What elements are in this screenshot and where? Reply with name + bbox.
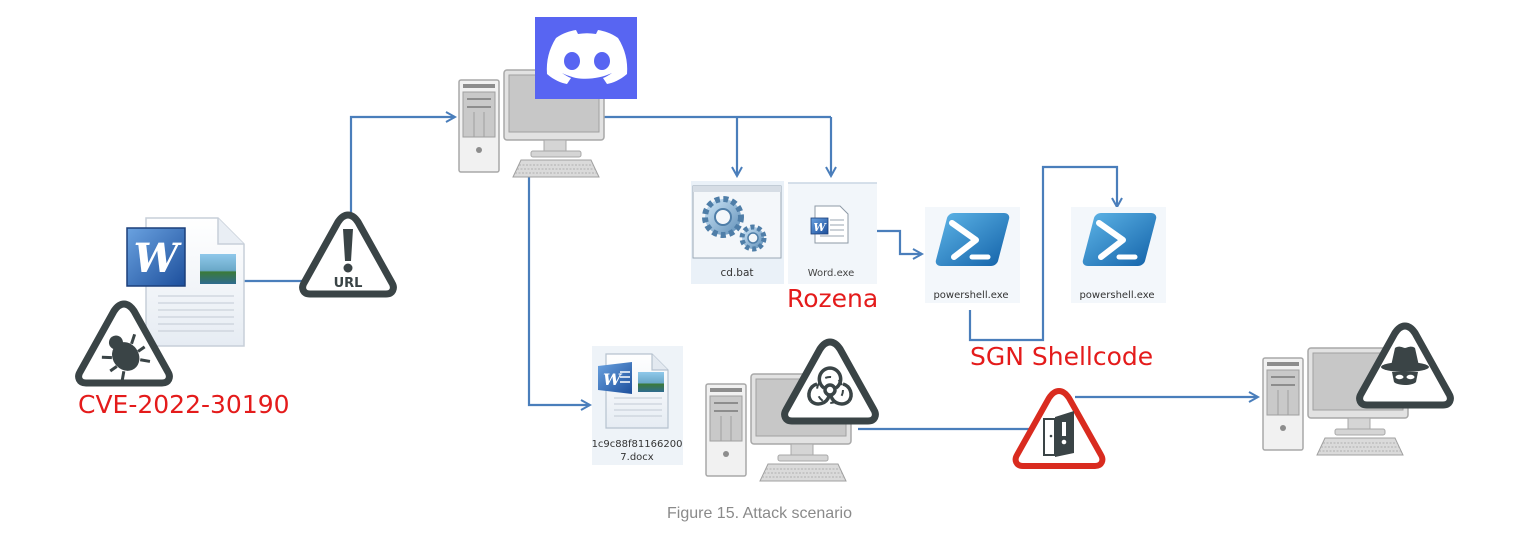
powershell-process-2: powershell.exe (1071, 207, 1166, 303)
decoy-docx-label-line1: 1c9c88f81166200 (592, 439, 683, 450)
discord-logo-icon (535, 17, 637, 99)
svg-text:W: W (813, 221, 827, 234)
powershell-icon (1083, 213, 1157, 266)
warning-exclamation-icon (343, 229, 353, 273)
url-warning-text: URL (334, 276, 363, 291)
word-exe-label: Word.exe (808, 268, 855, 279)
infected-computer (705, 342, 876, 482)
powershell-icon (936, 213, 1010, 266)
word-document-icon: W (126, 217, 245, 347)
svg-text:W: W (134, 235, 183, 282)
biohazard-warning-icon (785, 342, 876, 421)
arrow-url-to-victim-pc (349, 117, 455, 212)
figure-caption: Figure 15. Attack scenario (667, 505, 852, 522)
arrow-word-to-powershell (877, 229, 922, 254)
cd-bat-file: cd.bat (691, 181, 784, 284)
rozena-malware-label: Rozena (787, 284, 879, 313)
connectors (244, 117, 1258, 431)
attacker-computer (1262, 326, 1451, 456)
word-exe-file: W Word.exe (788, 182, 877, 284)
powershell-2-label: powershell.exe (1079, 290, 1154, 301)
decoy-docx-label-line2: 7.docx (620, 452, 654, 463)
decoy-docx-file: W 1c9c88f81166200 7.docx (592, 346, 683, 465)
word-exe-icon: W (810, 205, 849, 244)
word-docx-icon: W (598, 353, 669, 429)
sgn-shellcode-label: SGN Shellcode (970, 342, 1154, 371)
gears-icon (702, 196, 767, 252)
bug-warning-icon (79, 304, 170, 383)
victim-computer (458, 17, 637, 178)
arrow-to-decoy-doc (527, 167, 590, 405)
arrow-powershell-to-powershell (968, 165, 1117, 342)
powershell-process-1: powershell.exe (925, 207, 1020, 303)
cve-label: CVE-2022-30190 (78, 390, 290, 419)
hacker-warning-icon (1360, 326, 1451, 405)
powershell-1-label: powershell.exe (933, 290, 1008, 301)
svg-text:W: W (603, 370, 623, 389)
cd-bat-label: cd.bat (721, 267, 754, 279)
url-warning-sign: URL (303, 215, 394, 294)
backdoor-warning-icon (1012, 388, 1106, 469)
malicious-document: W (79, 217, 245, 383)
